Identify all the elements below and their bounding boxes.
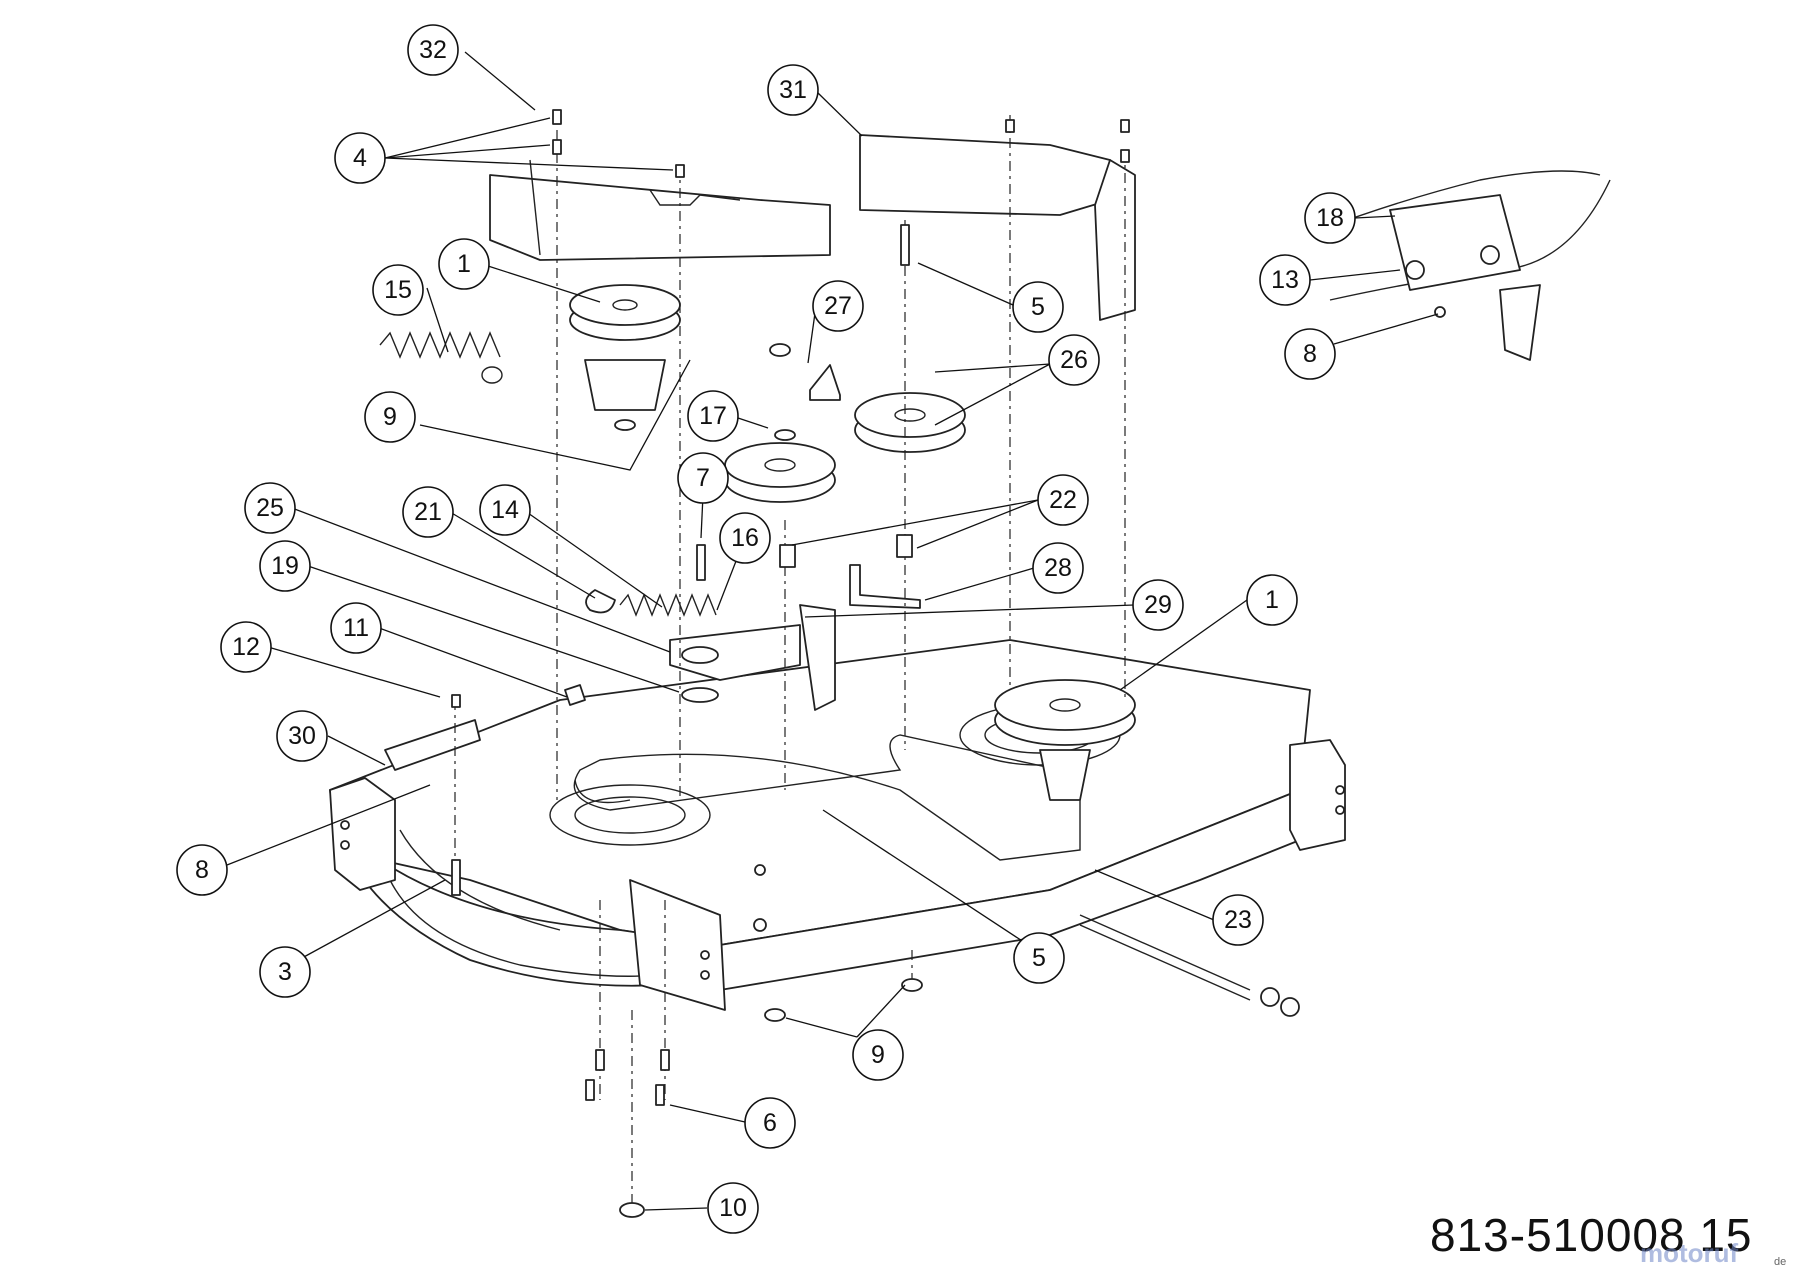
drawing-number: 813-510008 15 <box>1430 1209 1753 1261</box>
spindle-pulley-right <box>994 679 1136 801</box>
svg-text:23: 23 <box>1224 906 1252 934</box>
callout-1: 1 <box>438 238 490 290</box>
anti-scalp-bracket <box>809 364 841 401</box>
callout-21: 21 <box>402 486 454 538</box>
svg-text:18: 18 <box>1316 204 1344 232</box>
callout-6: 6 <box>744 1097 796 1149</box>
callout-28: 28 <box>1032 542 1084 594</box>
idler-pulley-front <box>724 442 836 503</box>
svg-text:4: 4 <box>353 144 367 172</box>
svg-text:7: 7 <box>696 464 710 492</box>
callout-25: 25 <box>244 482 296 534</box>
mower-deck-housing <box>329 639 1346 1011</box>
svg-text:6: 6 <box>763 1109 777 1137</box>
callout-29: 29 <box>1132 579 1184 631</box>
svg-text:16: 16 <box>731 524 759 552</box>
svg-text:30: 30 <box>288 722 316 750</box>
svg-text:9: 9 <box>871 1041 885 1069</box>
callout-8-left: 8 <box>176 844 228 896</box>
spindle-pulley-left <box>569 284 681 431</box>
callout-22: 22 <box>1037 474 1089 526</box>
callout-13: 13 <box>1259 254 1311 306</box>
callout-16: 16 <box>719 512 771 564</box>
callout-5-lower: 5 <box>1013 932 1065 984</box>
svg-text:19: 19 <box>271 552 299 580</box>
svg-text:9: 9 <box>383 403 397 431</box>
svg-text:15: 15 <box>384 276 412 304</box>
svg-text:21: 21 <box>414 498 442 526</box>
svg-text:17: 17 <box>699 402 727 430</box>
svg-text:1: 1 <box>457 250 471 278</box>
fasteners <box>451 109 1130 1218</box>
idler-arm <box>669 624 801 681</box>
svg-text:8: 8 <box>195 856 209 884</box>
callout-19: 19 <box>259 540 311 592</box>
watermark-tld: de <box>1774 1256 1787 1268</box>
callout-26: 26 <box>1048 334 1100 386</box>
svg-text:32: 32 <box>419 36 447 64</box>
callout-9: 9 <box>364 391 416 443</box>
svg-text:27: 27 <box>824 292 852 320</box>
belt-keeper <box>849 564 921 609</box>
svg-text:5: 5 <box>1031 293 1045 321</box>
idler-spring <box>619 593 717 617</box>
callout-1-right: 1 <box>1246 574 1298 626</box>
callout-7: 7 <box>677 452 729 504</box>
callout-11: 11 <box>330 602 382 654</box>
callout-31: 31 <box>767 64 819 116</box>
callout-27: 27 <box>812 280 864 332</box>
callout-9-lower: 9 <box>852 1029 904 1081</box>
svg-text:8: 8 <box>1303 340 1317 368</box>
deck-lift-rod <box>1079 914 1300 1017</box>
idler-pulley-rear <box>854 392 966 453</box>
callout-12: 12 <box>220 621 272 673</box>
callout-32: 32 <box>407 24 459 76</box>
svg-text:14: 14 <box>491 496 519 524</box>
callout-17: 17 <box>687 390 739 442</box>
callout-30: 30 <box>276 710 328 762</box>
svg-text:25: 25 <box>256 494 284 522</box>
callout-8: 8 <box>1284 328 1336 380</box>
svg-text:10: 10 <box>719 1194 747 1222</box>
inset-detail <box>1319 170 1611 361</box>
callout-3: 3 <box>259 946 311 998</box>
left-belt-guard <box>489 159 831 261</box>
callout-4: 4 <box>334 132 386 184</box>
front-bracket-30 <box>384 719 481 771</box>
svg-text:29: 29 <box>1144 591 1172 619</box>
svg-text:11: 11 <box>343 614 369 642</box>
svg-text:26: 26 <box>1060 346 1088 374</box>
callout-5: 5 <box>1012 281 1064 333</box>
svg-text:12: 12 <box>232 633 260 661</box>
svg-text:28: 28 <box>1044 554 1072 582</box>
callout-14: 14 <box>479 484 531 536</box>
watermark-logo: motoruf <box>1640 1238 1739 1268</box>
svg-text:5: 5 <box>1032 944 1046 972</box>
svg-text:1: 1 <box>1265 586 1279 614</box>
leader-lines <box>226 51 1439 1211</box>
svg-text:13: 13 <box>1271 266 1299 294</box>
callout-18: 18 <box>1304 192 1356 244</box>
svg-text:31: 31 <box>779 76 807 104</box>
callout-23: 23 <box>1212 894 1264 946</box>
idler-bracket <box>799 604 836 711</box>
svg-text:22: 22 <box>1049 486 1077 514</box>
callout-10: 10 <box>707 1182 759 1234</box>
extension-spring <box>379 331 503 384</box>
callout-15: 15 <box>372 264 424 316</box>
svg-text:3: 3 <box>278 958 292 986</box>
